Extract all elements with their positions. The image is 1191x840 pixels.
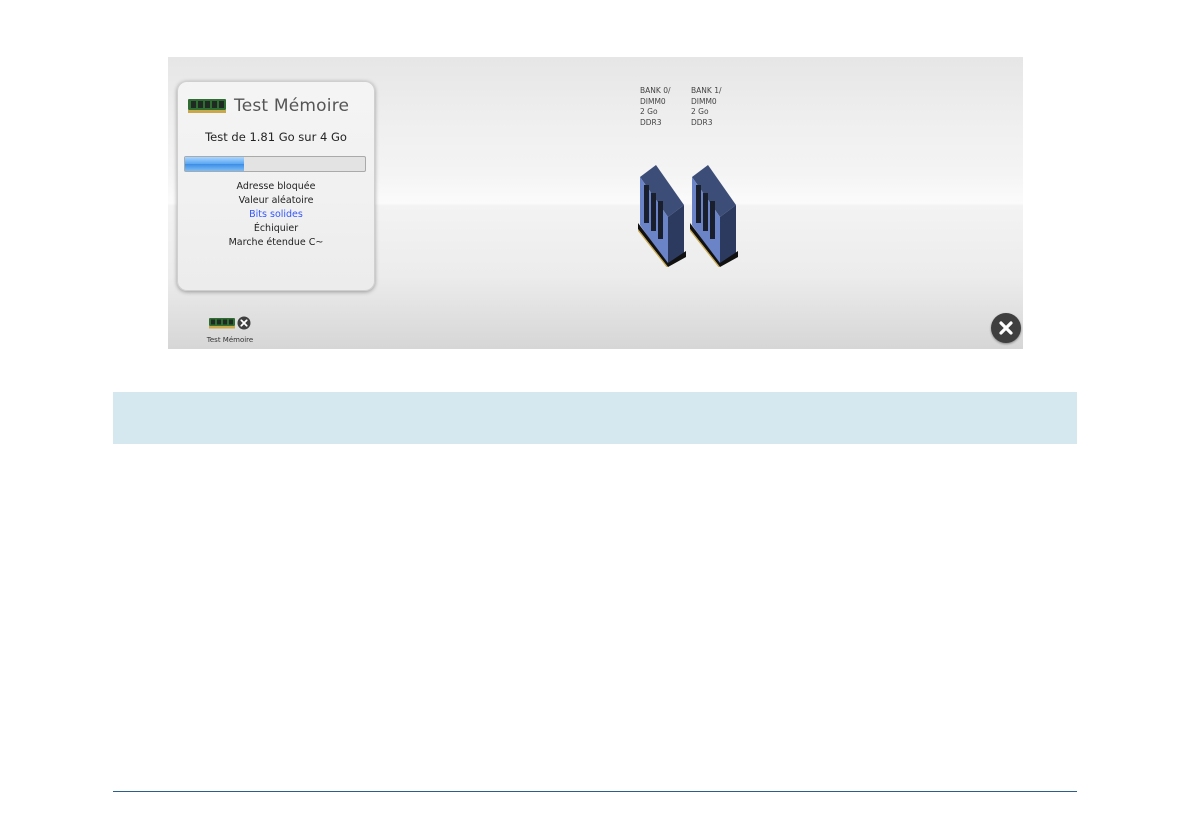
memory-chip-icon (209, 317, 235, 329)
test-list: Adresse bloquée Valeur aléatoire Bits so… (178, 180, 374, 250)
close-icon[interactable] (237, 316, 251, 330)
memory-chip-icon (188, 98, 226, 114)
bank-1-label: BANK 1/ DIMM0 2 Go DDR3 (691, 86, 722, 128)
dock-app-label: Test Mémoire (194, 336, 266, 344)
panel-title: Test Mémoire (234, 96, 349, 116)
bank-0-slot: BANK 0/ (640, 86, 671, 97)
bank-0-label: BANK 0/ DIMM0 2 Go DDR3 (640, 86, 671, 128)
bank-0-dimm: DIMM0 (640, 97, 671, 108)
close-button[interactable] (991, 313, 1021, 343)
bank-1-type: DDR3 (691, 118, 722, 129)
test-item-random-value: Valeur aléatoire (178, 194, 374, 208)
bank-0-size: 2 Go (640, 107, 671, 118)
test-item-checkerboard: Échiquier (178, 222, 374, 236)
bank-1-size: 2 Go (691, 107, 722, 118)
ram-module-bank-0 (634, 161, 692, 267)
close-icon (991, 313, 1021, 343)
ram-module-bank-1 (686, 161, 744, 267)
test-item-solid-bits: Bits solides (178, 208, 374, 222)
panel-header: Test Mémoire (188, 94, 349, 118)
progress-fill (185, 157, 244, 171)
bank-0-type: DDR3 (640, 118, 671, 129)
test-item-stuck-address: Adresse bloquée (178, 180, 374, 194)
progress-bar (184, 156, 366, 172)
test-item-extended-march: Marche étendue C~ (178, 236, 374, 250)
dock-memory-test-app[interactable]: Test Mémoire (194, 313, 266, 344)
bank-1-slot: BANK 1/ (691, 86, 722, 97)
footer-rule (113, 791, 1077, 792)
memory-test-screen: Test Mémoire Test de 1.81 Go sur 4 Go Ad… (168, 57, 1023, 349)
separator-band (113, 392, 1077, 444)
bank-1-dimm: DIMM0 (691, 97, 722, 108)
test-progress-text: Test de 1.81 Go sur 4 Go (178, 130, 374, 144)
memory-test-panel: Test Mémoire Test de 1.81 Go sur 4 Go Ad… (177, 81, 375, 291)
